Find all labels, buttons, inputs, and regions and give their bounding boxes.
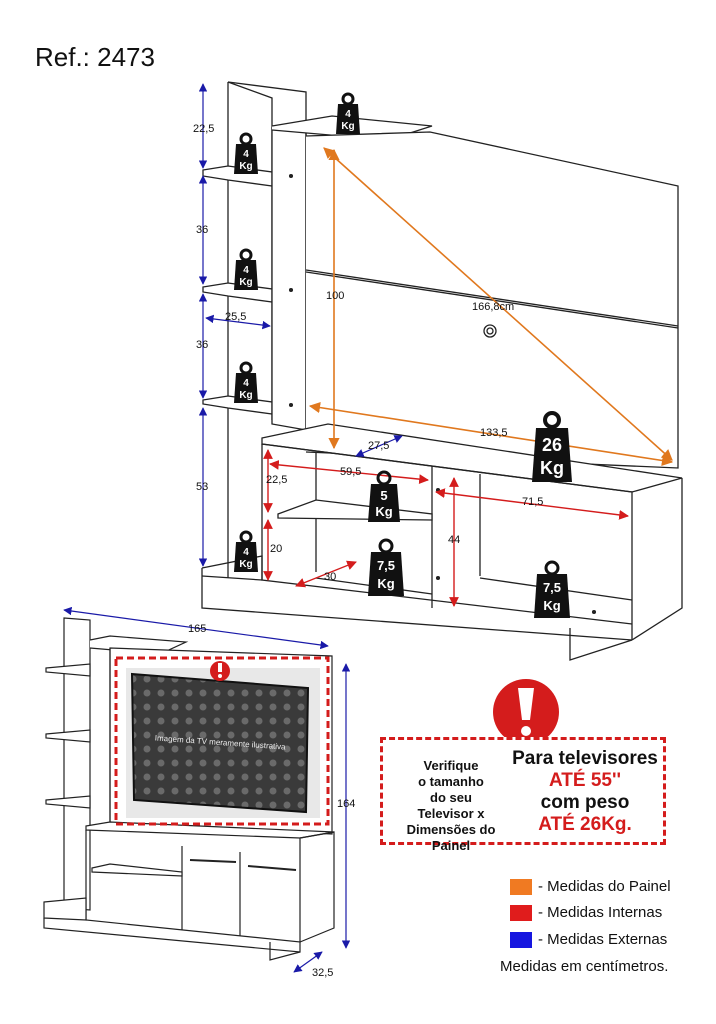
main-unit xyxy=(201,81,683,661)
svg-text:Kg: Kg xyxy=(540,458,564,478)
dim-71-5: 71,5 xyxy=(522,496,543,508)
svg-text:4: 4 xyxy=(243,547,249,558)
svg-text:Kg: Kg xyxy=(239,277,252,288)
dim-22-5-top: 22,5 xyxy=(193,123,214,135)
dim-20: 20 xyxy=(270,543,282,555)
weight-icon-lower-center: 7,5 Kg xyxy=(368,538,404,596)
legend-item-external: - Medidas Externas xyxy=(510,931,667,949)
warning-limits-text: Para televisores ATÉ 55'' com peso ATÉ 2… xyxy=(512,748,658,835)
svg-text:Kg: Kg xyxy=(341,121,354,132)
weight-icons: 4 Kg 4 Kg 4 Kg 4 Kg xyxy=(234,92,572,618)
legend-swatch-orange xyxy=(510,879,532,896)
dim-100: 100 xyxy=(326,290,344,302)
dim-44: 44 xyxy=(448,534,460,546)
dim-165: 165 xyxy=(188,623,206,635)
tv-illustration: Imagem da TV meramente ilustrativa xyxy=(126,668,320,818)
warning-box xyxy=(380,737,666,845)
weight-icon-left-shelf-1: 4 Kg xyxy=(234,132,258,174)
tv-limit-frame xyxy=(114,656,330,826)
warning-icon xyxy=(493,679,559,745)
svg-text:Kg: Kg xyxy=(239,161,252,172)
weight-icon-left-shelf-3: 4 Kg xyxy=(234,361,258,403)
svg-text:4: 4 xyxy=(243,149,249,160)
svg-text:Kg: Kg xyxy=(543,598,560,613)
svg-text:Kg: Kg xyxy=(375,504,392,519)
dim-32-5: 32,5 xyxy=(312,967,333,979)
legend-item-internal: - Medidas Internas xyxy=(510,904,662,922)
dim-36-a: 36 xyxy=(196,224,208,236)
weight-icon-panel: 26 Kg xyxy=(532,411,572,482)
weight-icon-top-shelf: 4 Kg xyxy=(336,92,360,134)
dim-22-5-inner: 22,5 xyxy=(266,474,287,486)
svg-text:7,5: 7,5 xyxy=(543,580,561,595)
dim-166-8: 166,8cm xyxy=(472,301,514,313)
dim-133-5: 133,5 xyxy=(480,427,508,439)
reference-label: Ref.: 2473 xyxy=(35,42,155,72)
svg-text:Kg: Kg xyxy=(377,576,394,591)
weight-icon-left-shelf-2: 4 Kg xyxy=(234,248,258,290)
units-note: Medidas em centímetros. xyxy=(500,958,669,975)
warning-check-text: Verifique o tamanho do seu Televisor x D… xyxy=(406,758,496,853)
internal-dimensions xyxy=(263,449,629,607)
legend-item-panel: - Medidas do Painel xyxy=(510,878,671,896)
panel-dimensions xyxy=(308,147,674,466)
dim-59-5: 59,5 xyxy=(340,466,361,478)
dim-30: 30 xyxy=(324,571,336,583)
legend-swatch-blue xyxy=(510,932,532,949)
svg-text:Kg: Kg xyxy=(239,390,252,401)
svg-text:5: 5 xyxy=(380,488,387,503)
dim-25-5: 25,5 xyxy=(225,311,246,323)
tv-warning-icon xyxy=(210,661,230,681)
svg-text:Kg: Kg xyxy=(239,559,252,570)
svg-text:26: 26 xyxy=(542,435,562,455)
svg-text:7,5: 7,5 xyxy=(377,558,395,573)
weight-icon-left-bottom: 4 Kg xyxy=(234,530,258,572)
svg-text:4: 4 xyxy=(345,109,351,120)
svg-text:4: 4 xyxy=(243,265,249,276)
dim-164: 164 xyxy=(337,798,355,810)
weight-icon-middle-shelf: 5 Kg xyxy=(368,470,400,522)
dim-36-b: 36 xyxy=(196,339,208,351)
dim-53: 53 xyxy=(196,481,208,493)
dim-27-5: 27,5 xyxy=(368,440,389,452)
weight-icon-lower-right: 7,5 Kg xyxy=(534,560,570,618)
legend-swatch-red xyxy=(510,905,532,922)
svg-text:4: 4 xyxy=(243,378,249,389)
